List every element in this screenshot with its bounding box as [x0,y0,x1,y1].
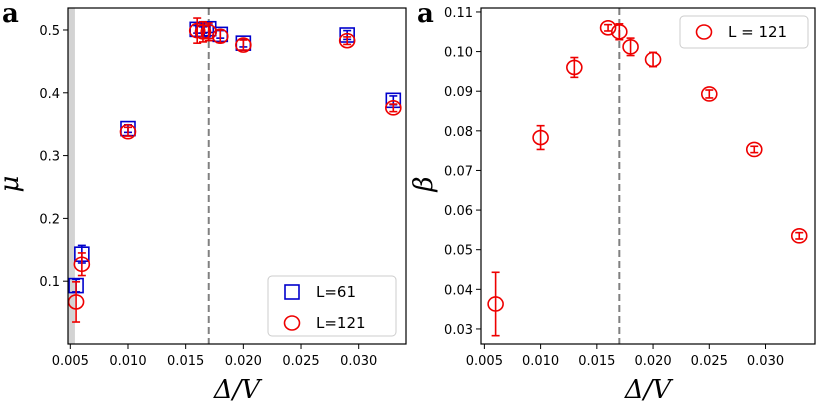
x-tick-label: 0.010 [109,354,146,369]
y-tick-label: 0.2 [39,212,60,227]
x-tick-label: 0.025 [282,354,319,369]
data-point [622,39,639,55]
data-point [200,24,218,40]
legend-label-1: L = 121 [728,23,787,41]
data-point [235,37,252,53]
data-point [532,129,549,146]
legend-box [679,15,809,49]
data-point [385,100,402,116]
x-tick-label: 0.010 [522,354,559,369]
legend: L = 121 [679,15,809,49]
plot-frame [480,7,816,345]
y-tick-label: 0.5 [39,24,60,39]
x-tick-label: 0.015 [578,354,615,369]
data-point [644,51,662,68]
y-axis-label: β [409,176,439,192]
data-point [188,22,206,39]
data-point [700,86,718,102]
y-tick-label: 0.06 [444,204,473,219]
data-point [338,32,356,49]
data-point [487,296,504,312]
legend: L=61L=121 [267,275,397,337]
panel-letter: a [417,0,434,29]
x-tick-label: 0.005 [52,354,89,369]
x-axis-label: Δ/V [213,375,263,405]
y-tick-label: 0.1 [39,275,60,290]
legend-marker-2 [283,315,301,331]
x-axis-label: Δ/V [624,375,674,405]
series-1 [487,20,808,337]
legend-marker-1 [284,284,300,300]
y-tick-label: 0.04 [444,283,473,298]
x-tick-label: 0.030 [747,354,784,369]
data-point [790,228,808,244]
data-point [745,141,763,158]
series-1 [68,20,402,294]
panel-mu: 0.005 0.010 0.015 0.020 0.025 0.030 0.1 0.2 0.3 0… [0,0,407,405]
legend-marker-1 [695,24,713,40]
legend-label-1: L=61 [316,283,356,301]
data-point [73,256,91,273]
y-tick-label: 0.09 [444,85,473,100]
data-point [599,20,617,36]
x-tick-label: 0.005 [466,354,503,369]
y-tick-label: 0.05 [444,244,473,259]
series-2 [67,17,402,323]
data-point [611,23,628,40]
y-tick-label: 0.03 [444,323,473,338]
x-tick-label: 0.030 [340,354,377,369]
y-tick-label: 0.11 [444,6,473,21]
data-point [119,123,137,140]
data-point [211,28,229,45]
y-tick-label: 0.3 [39,150,60,165]
y-tick-label: 0.08 [444,125,473,140]
panel-beta: 0.005 0.010 0.015 0.020 0.025 0.030 0.03 0.04 0.… [409,0,816,405]
data-point [566,59,583,76]
y-tick-label: 0.07 [444,164,473,179]
plot-frame [67,7,407,345]
y-tick-label: 0.10 [444,46,473,61]
y-axis-label: μ [0,176,25,193]
y-tick-label: 0.4 [39,87,60,102]
x-tick-label: 0.020 [225,354,262,369]
data-point [194,24,212,40]
x-tick-label: 0.020 [634,354,671,369]
shaded-region [68,8,75,344]
x-tick-label: 0.015 [167,354,204,369]
x-tick-label: 0.025 [691,354,728,369]
panel-letter: a [2,0,19,29]
legend-label-2: L=121 [316,314,366,332]
